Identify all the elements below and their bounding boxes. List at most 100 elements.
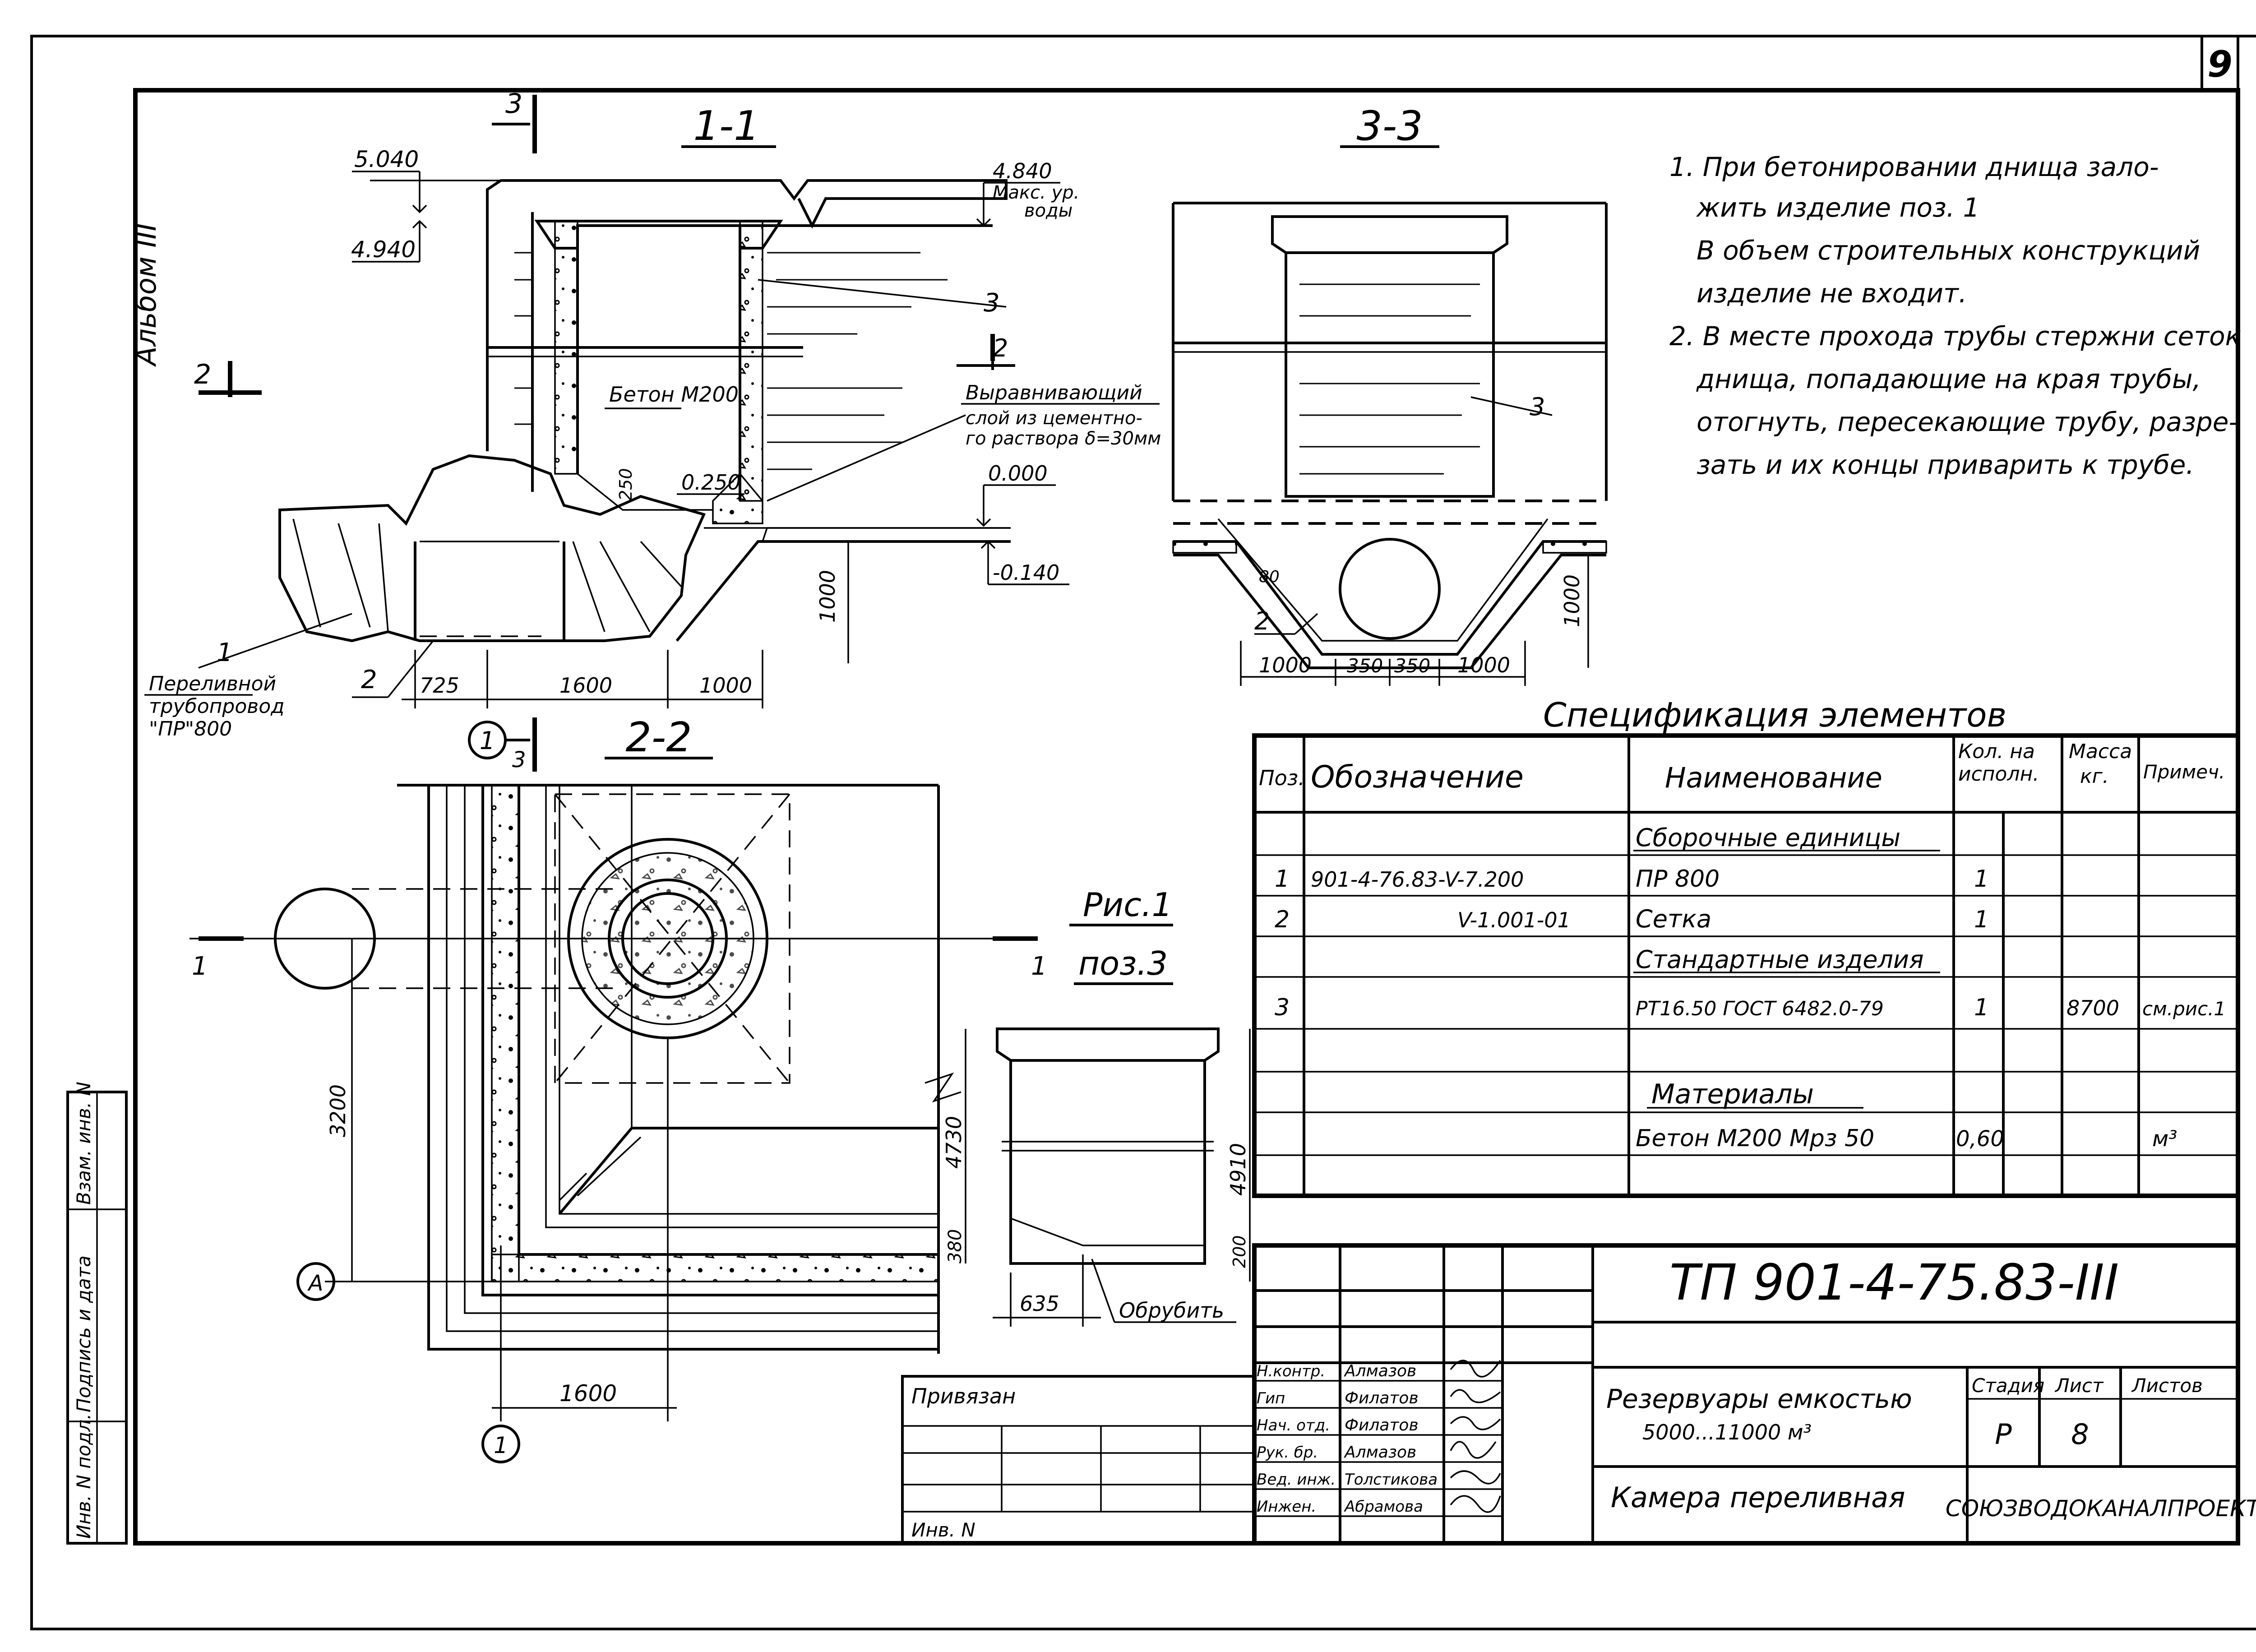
- spec-row-0-name: Сборочные единицы: [1636, 824, 1900, 852]
- spec-title: Спецификация элементов: [1543, 696, 2006, 735]
- bound-label: Привязан: [911, 1384, 1016, 1408]
- svg-text:350: 350: [1347, 655, 1383, 677]
- svg-text:Примеч.: Примеч.: [2143, 761, 2225, 783]
- svg-text:Нач. отд.: Нач. отд.: [1257, 1416, 1330, 1435]
- svg-text:0,60: 0,60: [1956, 1126, 2004, 1152]
- svg-text:0.250: 0.250: [681, 470, 741, 495]
- svg-text:380: 380: [945, 1229, 966, 1263]
- svg-text:1: 1: [480, 727, 495, 755]
- note-line-4: изделие не входит.: [1697, 278, 1967, 309]
- svg-text:5000...11000 м³: 5000...11000 м³: [1642, 1420, 1812, 1444]
- svg-text:2: 2: [1275, 906, 1290, 933]
- svg-text:Гип: Гип: [1257, 1389, 1285, 1407]
- note-line-2: жить изделие поз. 1: [1696, 192, 1980, 223]
- drawing-code: ТП 901-4-75.83-III: [1669, 1254, 2119, 1311]
- svg-text:Абрамова: Абрамова: [1344, 1498, 1423, 1516]
- svg-text:725: 725: [420, 673, 459, 698]
- svg-text:Кол. на: Кол. на: [1958, 740, 2035, 763]
- album-label: Альбом III: [129, 223, 162, 367]
- svg-text:3: 3: [512, 747, 526, 773]
- svg-text:1000: 1000: [1457, 653, 1510, 677]
- svg-text:635: 635: [1020, 1291, 1059, 1316]
- section-3-3: 3-3 3 1000 350 350 1000: [1172, 102, 1608, 686]
- figure-subtitle: поз.3: [1078, 944, 1168, 982]
- notes: 1. При бетонировании днища зало- жить из…: [1669, 152, 2241, 480]
- svg-text:1: 1: [1974, 906, 1989, 933]
- svg-text:Филатов: Филатов: [1345, 1416, 1419, 1435]
- svg-text:Стандартные изделия: Стандартные изделия: [1636, 945, 1924, 974]
- svg-text:1: 1: [192, 952, 208, 981]
- svg-text:кг.: кг.: [2080, 765, 2109, 788]
- stamp-sign: Подпись и дата: [73, 1255, 95, 1412]
- sheet-border: 9: [30, 35, 2256, 1630]
- svg-text:200: 200: [1230, 1235, 1249, 1268]
- svg-text:3: 3: [984, 288, 1000, 318]
- svg-text:1000: 1000: [1259, 653, 1312, 677]
- note-line-7: отогнуть, пересекающие трубу, разре-: [1697, 407, 2238, 437]
- svg-text:2: 2: [194, 359, 211, 390]
- svg-text:слой из цементно-: слой из цементно-: [966, 408, 1142, 429]
- svg-text:Переливной: Переливной: [149, 672, 276, 695]
- svg-text:Бетон М200 Мрз 50: Бетон М200 Мрз 50: [1636, 1125, 1874, 1152]
- svg-text:Выравнивающий: Выравнивающий: [966, 381, 1142, 404]
- svg-text:Лист: Лист: [2054, 1374, 2104, 1397]
- figure-title: Рис.1: [1083, 886, 1173, 924]
- svg-text:м³: м³: [2152, 1126, 2177, 1152]
- svg-text:Макс. ур.: Макс. ур.: [993, 182, 1079, 203]
- section-1-1-title: 1-1: [693, 102, 760, 150]
- svg-text:1000: 1000: [1560, 574, 1584, 627]
- section-2-2-title: 2-2: [626, 714, 692, 761]
- note-line-6: днища, попадающие на края трубы,: [1696, 364, 2201, 394]
- svg-text:Листов: Листов: [2131, 1374, 2203, 1397]
- svg-text:3: 3: [1530, 393, 1545, 421]
- svg-text:1: 1: [1974, 865, 1989, 893]
- svg-text:4730: 4730: [942, 1116, 966, 1169]
- side-stamp: Инв. N подл. Подпись и дата Взам. инв. N: [66, 1082, 128, 1545]
- stamp-inv: Инв. N подл.: [73, 1414, 95, 1539]
- svg-text:0.000: 0.000: [988, 461, 1048, 486]
- title-block: Привязан Инв. N Н.контр. Алмазов Гип Фил…: [901, 1243, 2256, 1546]
- svg-text:1000: 1000: [699, 673, 752, 698]
- svg-text:V-1.001-01: V-1.001-01: [1457, 908, 1571, 932]
- organization: СОЮЗВОДОКАНАЛПРОЕКТ: [1946, 1495, 2256, 1522]
- svg-text:1: 1: [494, 1432, 508, 1458]
- svg-text:1: 1: [1974, 994, 1989, 1021]
- inv-label: Инв. N: [911, 1519, 975, 1541]
- note-line-1: 1. При бетонировании днища зало-: [1669, 152, 2159, 182]
- note-line-5: 2. В месте прохода трубы стержни сеток: [1669, 321, 2241, 352]
- svg-text:Наименование: Наименование: [1665, 761, 1882, 794]
- note-line-8: зать и их концы приварить к трубе.: [1697, 449, 2194, 480]
- svg-text:250: 250: [616, 468, 636, 501]
- section-3-3-title: 3-3: [1357, 102, 1423, 150]
- sheet-number: 9: [2207, 43, 2233, 85]
- svg-text:2: 2: [1254, 607, 1270, 635]
- svg-text:80: 80: [1259, 568, 1280, 586]
- section-2-2: 2-2 1 1: [190, 714, 1047, 1463]
- svg-text:Толстикова: Толстикова: [1345, 1471, 1438, 1489]
- svg-text:Алмазов: Алмазов: [1344, 1443, 1416, 1462]
- svg-text:Н.контр.: Н.контр.: [1257, 1362, 1325, 1380]
- svg-text:Резервуары емкостью: Резервуары емкостью: [1606, 1384, 1912, 1414]
- svg-text:А: А: [307, 1271, 324, 1296]
- svg-text:Р: Р: [1995, 1418, 2012, 1451]
- svg-text:1: 1: [1031, 952, 1047, 981]
- svg-text:5.040: 5.040: [354, 146, 419, 172]
- note-line-3: В объем строительных конструкций: [1697, 235, 2200, 266]
- svg-text:Материалы: Материалы: [1651, 1078, 1814, 1110]
- svg-text:4.840: 4.840: [993, 159, 1052, 183]
- figure-1: Рис.1 поз.3 4730 380 4910 200 635 Обруби…: [942, 886, 1251, 1327]
- sheet-title: Камера переливная: [1611, 1481, 1905, 1514]
- svg-text:4.940: 4.940: [351, 236, 416, 263]
- svg-text:Бетон М200: Бетон М200: [609, 382, 739, 407]
- svg-text:3: 3: [505, 88, 522, 120]
- svg-text:Стадия: Стадия: [1972, 1374, 2044, 1397]
- svg-text:3: 3: [1275, 994, 1290, 1021]
- svg-text:Поз.: Поз.: [1259, 766, 1305, 790]
- svg-text:Масса: Масса: [2069, 740, 2132, 763]
- svg-text:"ПР"800: "ПР"800: [149, 717, 232, 740]
- svg-text:1: 1: [217, 638, 233, 667]
- svg-text:901-4-76.83-V-7.200: 901-4-76.83-V-7.200: [1311, 867, 1524, 892]
- svg-text:го раствора δ=30мм: го раствора δ=30мм: [966, 428, 1161, 449]
- svg-text:см.рис.1: см.рис.1: [2142, 998, 2226, 1020]
